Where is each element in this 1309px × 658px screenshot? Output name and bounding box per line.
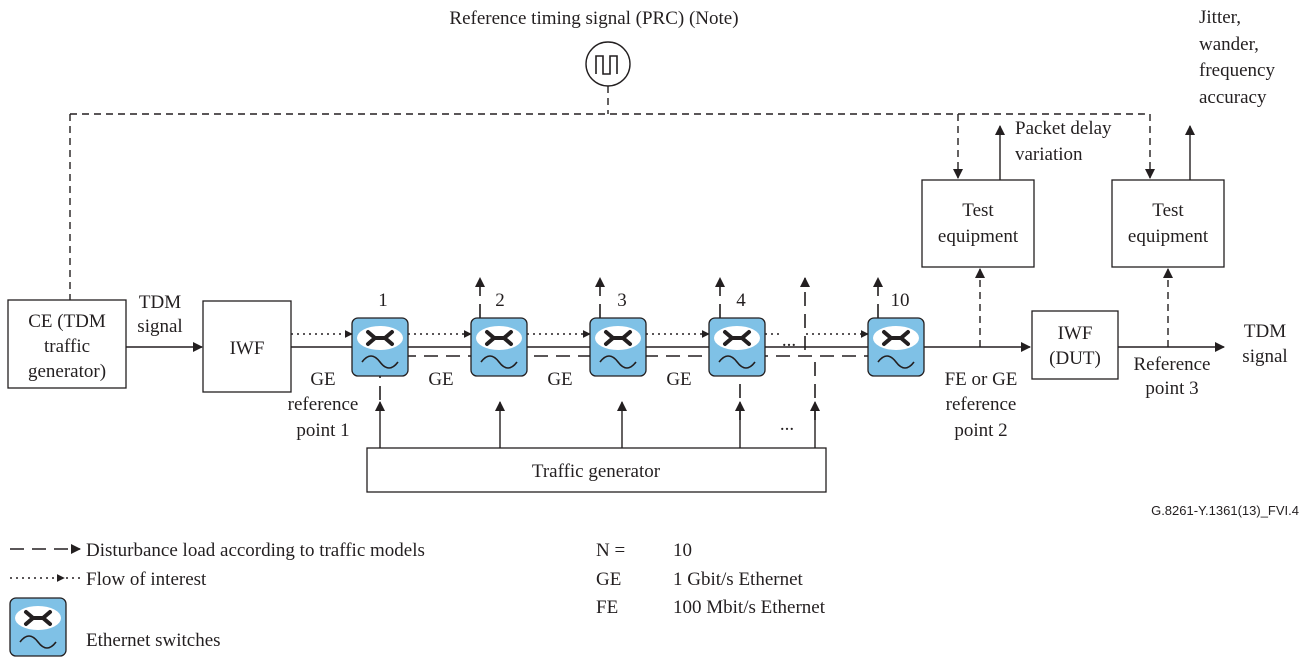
iwf-dut-box: IWF (DUT) (1031, 310, 1119, 380)
ref3-label-1: Reference (1134, 354, 1211, 375)
ethernet-switch-4 (707, 316, 767, 378)
switch-number-2: 2 (495, 290, 505, 311)
ge-label-b: GE (547, 369, 572, 390)
abbr-value-fe: 100 Mbit/s Ethernet (673, 597, 826, 618)
switch-number-3: 3 (617, 290, 627, 311)
prc-clock (585, 41, 631, 87)
switch-number-4: 4 (736, 290, 746, 311)
test-equipment-2: Test equipment (1111, 179, 1225, 268)
reference-timing-title: Reference timing signal (PRC) (Note) (449, 8, 738, 29)
svg-text:equipment: equipment (1128, 226, 1209, 247)
jitter-label-4: accuracy (1199, 87, 1267, 108)
traffic-generator-box: Traffic generator (366, 447, 827, 493)
ethernet-switch-10 (866, 316, 926, 378)
ce-box: CE (TDM traffic generator) (7, 299, 127, 389)
svg-text:Traffic generator: Traffic generator (532, 461, 661, 482)
legend-switches-label: Ethernet switches (86, 630, 221, 651)
switch-number-1: 1 (378, 290, 388, 311)
abbr-key-n: N = (596, 540, 625, 561)
ref3-label-2: point 3 (1145, 378, 1198, 399)
ge-ref1-label-1: GE (310, 369, 335, 390)
ethernet-switch-3 (588, 316, 648, 378)
ge-ref1-label-2: reference (288, 394, 359, 415)
abbr-key-ge: GE (596, 569, 621, 590)
ref2-label-1: FE or GE (945, 369, 1018, 390)
traffic-generator-feeds (375, 401, 820, 448)
square-wave-clock-icon (595, 55, 618, 75)
generator-ellipsis: ... (780, 414, 794, 435)
abbreviations: N = 10 GE 1 Gbit/s Ethernet FE 100 Mbit/… (596, 540, 826, 618)
svg-text:traffic: traffic (44, 336, 90, 357)
abbr-value-ge: 1 Gbit/s Ethernet (673, 569, 804, 590)
ref2-label-2: reference (946, 394, 1017, 415)
ge-ref1-label-3: point 1 (296, 420, 349, 441)
svg-text:(DUT): (DUT) (1049, 348, 1101, 369)
ethernet-switch-1 (350, 316, 410, 378)
tdm-out-label-1: TDM (1244, 321, 1286, 342)
ge-label-c: GE (666, 369, 691, 390)
svg-text:Test: Test (962, 200, 994, 221)
abbr-key-fe: FE (596, 597, 618, 618)
abbr-value-n: 10 (673, 540, 692, 561)
jitter-label-1: Jitter, (1199, 7, 1241, 28)
tdm-out-label-2: signal (1242, 346, 1287, 367)
jitter-label-3: frequency (1199, 60, 1275, 81)
iwf-box: IWF (202, 300, 292, 393)
svg-text:generator): generator) (28, 361, 106, 382)
pdv-label-1: Packet delay (1015, 118, 1112, 139)
ethernet-switch-2 (469, 316, 529, 378)
test-equipment-1: Test equipment (921, 179, 1035, 268)
ref2-label-3: point 2 (954, 420, 1007, 441)
svg-text:CE (TDM: CE (TDM (28, 311, 106, 332)
jitter-label-2: wander, (1199, 34, 1259, 55)
legend-switch-icon (8, 596, 68, 658)
pdv-label-2: variation (1015, 144, 1083, 165)
tdm-in-label-2: signal (137, 316, 182, 337)
legend-flow-label: Flow of interest (86, 569, 207, 590)
tdm-in-label-1: TDM (139, 292, 181, 313)
switch-ellipsis: ... (782, 330, 796, 351)
svg-text:equipment: equipment (938, 226, 1019, 247)
svg-text:Test: Test (1152, 200, 1184, 221)
legend-disturbance-label: Disturbance load according to traffic mo… (86, 540, 425, 561)
svg-text:IWF: IWF (1058, 323, 1093, 344)
switch-number-10: 10 (891, 290, 910, 311)
svg-text:IWF: IWF (230, 338, 265, 359)
ge-label-a: GE (428, 369, 453, 390)
timing-distribution-lines (69, 86, 1155, 300)
figure-id: G.8261-Y.1361(13)_FVI.4 (1151, 503, 1299, 518)
legend: Disturbance load according to traffic mo… (8, 540, 425, 658)
